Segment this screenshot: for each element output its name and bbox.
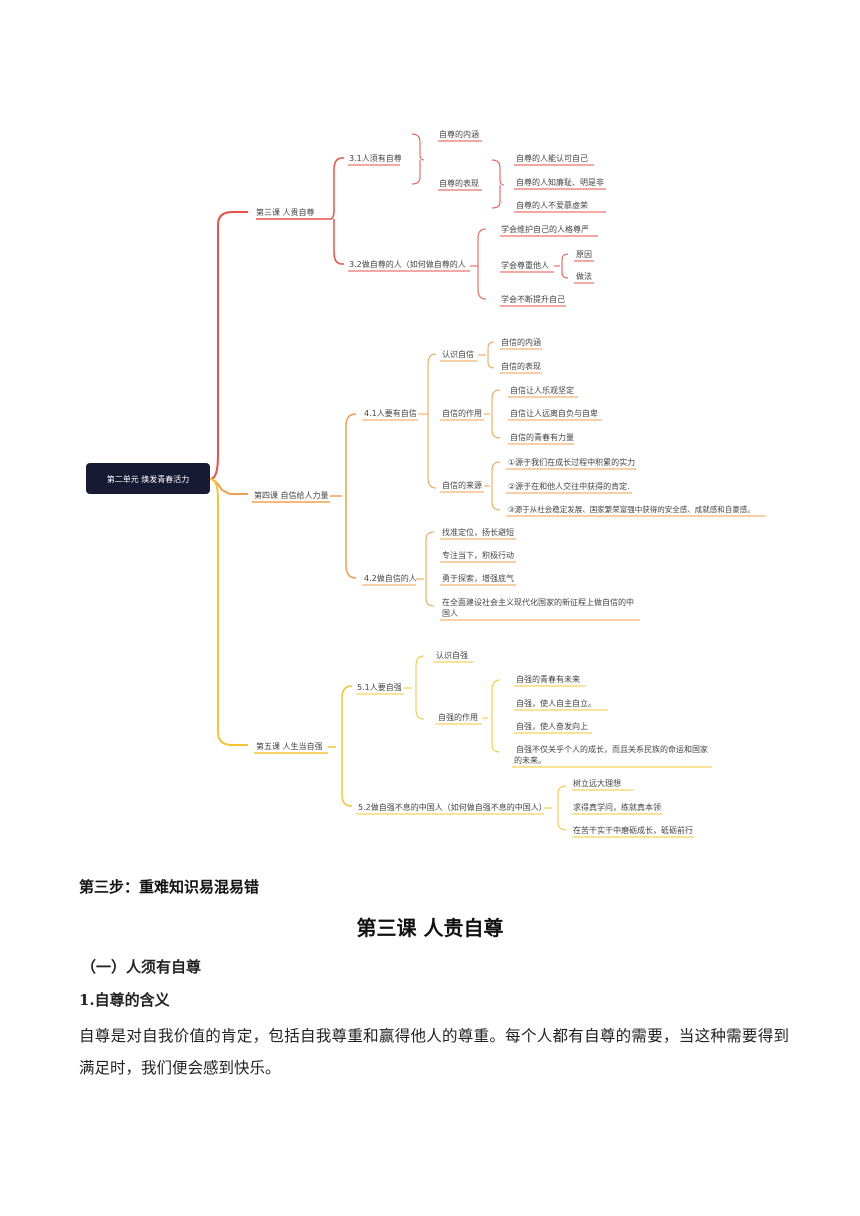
s51-b2: 自强，使人自主自立。 [516, 698, 596, 708]
s41-c1: ①源于我们在成长过程中积累的实力 [508, 457, 635, 467]
s51-b: 自强的作用 [438, 712, 478, 722]
s42-a: 找准定位，扬长避短 [442, 527, 514, 537]
s32-b2: 做法 [576, 271, 592, 281]
branch-lesson5 [209, 478, 248, 746]
s41-b2: 自信让人远离自负与自卑 [510, 408, 598, 418]
s41-label: 4.1人要有自信 [364, 408, 417, 418]
s32-b1: 原因 [576, 250, 592, 259]
s32-c: 学会不断提升自己 [501, 294, 565, 304]
s52-a: 树立远大理想 [573, 778, 621, 788]
s42-label: 4.2做自信的人 [364, 573, 417, 583]
s31-a: 自尊的内涵 [439, 129, 479, 139]
s31-b: 自尊的表现 [439, 178, 479, 188]
s51-label: 5.1人要自强 [357, 682, 402, 692]
s42-b: 专注当下，积极行动 [442, 550, 514, 560]
branch-lesson4 [209, 478, 248, 495]
s52-b: 求得真学问，练就真本领 [573, 802, 661, 812]
s52-label: 5.2做自强不息的中国人（如何做自强不息的中国人） [358, 802, 547, 812]
s31-b3: 自尊的人不爱慕虚荣 [516, 200, 588, 210]
lesson-title: 第三课 人贵自尊 [356, 916, 504, 940]
s42-d1: 在全面建设社会主义现代化国家的新征程上做自信的中 [442, 597, 634, 607]
s51-b1: 自强的青春有未来 [516, 674, 580, 684]
s42-c: 勇于探索，增强底气 [442, 573, 514, 583]
s51-a: 认识自强 [436, 650, 468, 660]
s41-c: 自信的来源 [442, 480, 482, 490]
mind-map: 第二单元 焕发青春活力 第三课 人贵自尊 3.1人须有自尊 自尊的内涵 自尊的表… [86, 129, 766, 838]
subsection-heading: 1.自尊的含义 [79, 991, 170, 1009]
s31-b1: 自尊的人能认可自己 [516, 153, 588, 163]
s41-b: 自信的作用 [442, 408, 482, 418]
s41-c2: ②源于在和他人交往中获得的肯定. [508, 481, 630, 491]
lesson3-label: 第三课 人贵自尊 [256, 207, 315, 217]
s32-label: 3.2做自尊的人（如何做自尊的人 [349, 259, 466, 269]
s31-label: 3.1人须有自尊 [349, 153, 402, 163]
root-node [86, 463, 210, 494]
s41-a2: 自信的表现 [501, 361, 541, 371]
body-paragraph: 自尊是对自我价值的肯定，包括自我尊重和赢得他人的尊重。每个人都有自尊的需要，当这… [79, 1027, 789, 1077]
s41-b3: 自信的青春有力量 [510, 432, 574, 442]
s51-b4a: 自强不仅关乎个人的成长，而且关系民族的命运和国家 [516, 744, 708, 754]
s32-a: 学会维护自己的人格尊严 [501, 224, 589, 234]
root-label: 第二单元 焕发青春活力 [107, 474, 190, 484]
branch-lesson3 [209, 211, 248, 480]
s52-c: 在苦干实干中磨砺成长，砥砺前行 [573, 825, 693, 835]
s41-c3: ③源于从社会稳定发展、国家繁荣富强中获得的安全感、成就感和自豪感。 [508, 504, 755, 514]
s51-b4b: 的未来。 [514, 755, 546, 765]
section-heading: （一）人须有自尊 [81, 958, 202, 976]
s32-b: 学会尊重他人 [501, 260, 549, 270]
s41-a: 认识自信 [442, 349, 474, 359]
lesson4-label: 第四课 自信给人力量 [254, 490, 329, 500]
s41-a1: 自信的内涵 [501, 337, 541, 347]
s31-b2: 自尊的人知廉耻、明是非 [516, 177, 604, 187]
s51-b3: 自强，使人奋发向上 [516, 721, 588, 731]
s42-d2: 国人 [442, 609, 458, 618]
s41-b1: 自信让人乐观坚定 [510, 385, 574, 395]
step-heading: 第三步：重难知识易混易错 [79, 878, 260, 896]
lesson5-label: 第五课 人生当自强 [256, 741, 323, 751]
